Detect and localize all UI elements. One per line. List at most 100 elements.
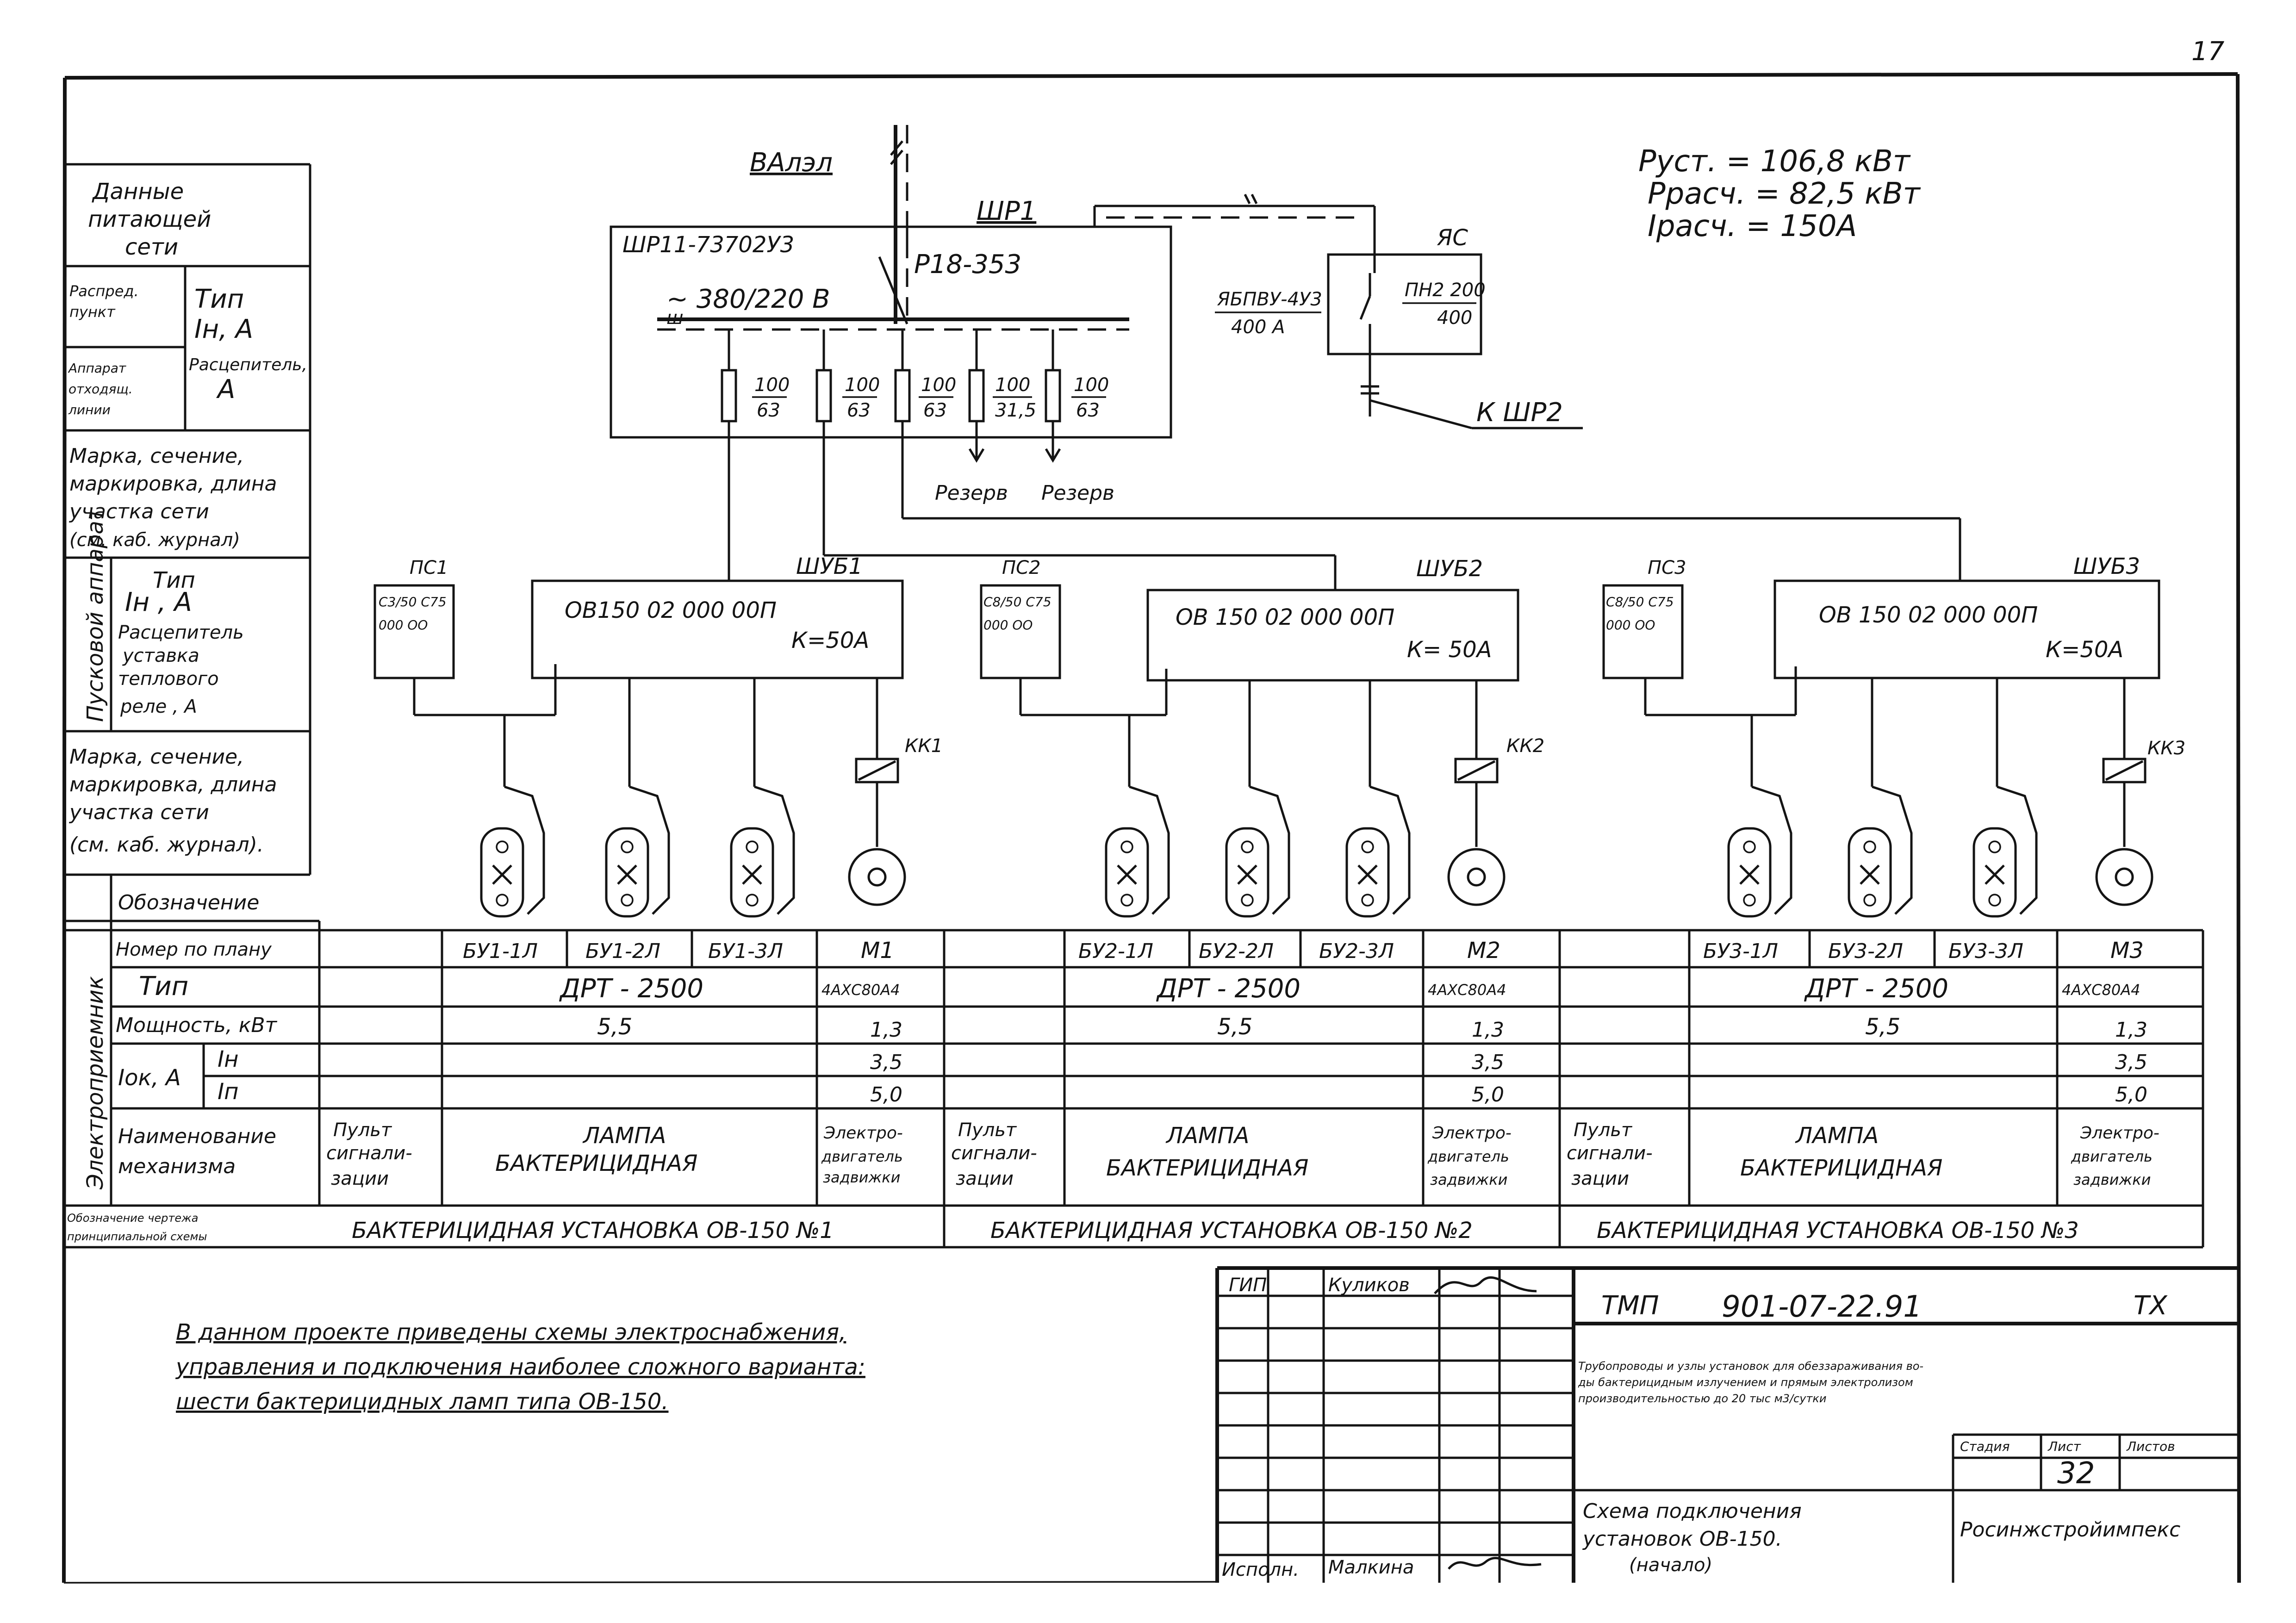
cabinet-shub1: [531, 579, 904, 679]
title-block: ГИП Куликов Исполн. Малкина ТМП 901-07-2…: [1215, 1266, 2239, 1583]
cabinet-type: ОВ 150 02 000 00П: [1819, 602, 2038, 628]
cabinet-shub3: [1773, 579, 2160, 679]
exec-label: Исполн.: [1222, 1559, 1299, 1580]
breaker-5-bottom: 63: [1076, 400, 1100, 421]
row-plan-number: Номер по плану: [116, 939, 272, 960]
cabinet-type: ОВ 150 02 000 00П: [1176, 604, 1394, 630]
cabinet-tag: ШУБ1: [796, 553, 863, 579]
starter-type-label: Тип: [153, 567, 195, 593]
row-ip: Iп: [218, 1079, 239, 1105]
cabinet-tag: ШУБ3: [2073, 553, 2140, 579]
sheet-label: Лист: [2047, 1439, 2081, 1454]
row-mechanism-2: механизма: [118, 1155, 236, 1178]
name-motor: двигатель: [821, 1148, 903, 1165]
breaker-4-top: 100: [995, 374, 1030, 396]
name-lamp: БАКТЕРИЦИДНАЯ: [1740, 1155, 1942, 1181]
doc-number: 901-07-22.91: [1722, 1290, 1922, 1324]
receiver-label: Электроприемник: [82, 976, 108, 1190]
row-type: Тип: [139, 971, 188, 1001]
starter-thermal-label: теплового: [118, 668, 219, 690]
unit-1: ПС1 С3/50 С75 000 ОО ШУБ1 ОВ150 02 000 0…: [373, 553, 943, 918]
panel-line-1: С8/50 С75: [1606, 594, 1674, 609]
box-current-label: 400 А: [1231, 317, 1285, 338]
breaker-1-top: 100: [754, 374, 790, 396]
name-motor: Электро-: [1432, 1124, 1512, 1143]
lamp-number: БУ2-3Л: [1319, 939, 1394, 963]
sheet-title-1: Схема подключения: [1583, 1499, 1802, 1523]
cabinet-k: К= 50А: [1407, 637, 1492, 663]
starter-in-label: Iн , А: [125, 587, 192, 617]
starter-relay-label: реле , А: [120, 696, 197, 717]
lamp-3-2: [1848, 827, 1892, 918]
outgoing-label-2: отходящ.: [68, 381, 133, 397]
gip-signature: [1434, 1276, 1537, 1294]
cabinet-k: К=50А: [2046, 637, 2123, 663]
name-lamp: ЛАМПА: [582, 1123, 666, 1149]
lamp-1-3: [730, 827, 774, 918]
desc-line-1: Трубопроводы и узлы установок для обезза…: [1578, 1360, 1923, 1373]
cable-top-label: ВАлэл: [750, 148, 833, 178]
name-motor: двигатель: [1427, 1148, 1509, 1165]
panel-tag: ПС2: [1002, 557, 1040, 578]
name-lamp: БАКТЕРИЦИДНАЯ: [1106, 1155, 1308, 1181]
box-yas: [1327, 253, 1482, 355]
lamp-type: ДРТ - 2500: [559, 974, 703, 1004]
starter-setting-label: уставка: [122, 645, 199, 666]
name-panel: сигнали-: [951, 1143, 1037, 1164]
name-motor: Электро-: [2080, 1124, 2159, 1143]
box-cable-label: ЯБПВУ-4У3: [1217, 289, 1322, 310]
row-drawing-1: Обозначение чертежа: [67, 1212, 198, 1225]
p-calc: Ррасч. = 82,5 кВт: [1648, 177, 1921, 211]
reserve-label-2: Резерв: [1041, 481, 1114, 505]
cabinet-shub2: [1146, 589, 1519, 682]
voltage-label: ~ 380/220 В: [666, 284, 830, 314]
motor-power: 1,3: [870, 1018, 902, 1042]
exec-signature: [1448, 1557, 1542, 1570]
outgoing-label-1: Аппарат: [68, 361, 126, 376]
board-type: ШР11-73702У3: [622, 232, 794, 258]
motor-ip: 5,0: [1472, 1083, 1504, 1107]
motor-type: 4АХС80А4: [1428, 981, 1506, 999]
starter-release-label: Расцепитель: [118, 622, 244, 643]
dist-point-label-2: пункт: [69, 303, 116, 321]
lamp-number: БУ1-1Л: [463, 939, 538, 963]
lamp-3-1: [1727, 827, 1772, 918]
name-motor: Электро-: [823, 1124, 903, 1143]
row-designation: Обозначение: [118, 891, 259, 914]
panel-ps3: [1602, 584, 1684, 679]
lamp-3-3: [1972, 827, 2017, 918]
panel-line-2: 000 ОО: [379, 617, 428, 633]
board-shr1: [610, 225, 1172, 439]
supply-label-1: Данные: [92, 179, 184, 205]
corner-mark: 17: [2191, 37, 2225, 67]
organization: Росинжстройимпекс: [1960, 1518, 2180, 1542]
release-label-2: А: [216, 374, 235, 404]
supply-label-3: сети: [125, 234, 178, 260]
i-calc: Iрасч. = 150А: [1648, 209, 1857, 243]
gip-label: ГИП: [1229, 1275, 1267, 1296]
motor-type: 4АХС80А4: [2062, 981, 2140, 999]
name-motor: задвижки: [823, 1169, 900, 1186]
dist-point-label-1: Распред.: [69, 282, 139, 300]
cable1-label-1: Марка, сечение,: [69, 444, 244, 468]
fuse-bottom: 400: [1437, 307, 1472, 329]
panel-line-2: 000 ОО: [1606, 617, 1655, 633]
row-mechanism-1: Наименование: [118, 1125, 276, 1148]
left-label-column: Данные питающей сети Распред. пункт Тип …: [65, 163, 311, 1206]
desc-line-2: ды бактерицидным излучением и прямым эле…: [1578, 1376, 1913, 1389]
p-inst: Руст. = 106,8 кВт: [1638, 144, 1911, 179]
motor-number: М1: [861, 938, 894, 964]
lamp-number: БУ3-1Л: [1703, 939, 1778, 963]
cable2-label-3: участка сети: [68, 801, 209, 824]
breaker-group: 100 63 100 63 100 63 100 31,5 100: [721, 330, 1109, 463]
unit-caption: БАКТЕРИЦИДНАЯ УСТАНОВКА ОВ-150 №3: [1597, 1218, 2079, 1244]
panel-line-1: С8/50 С75: [983, 594, 1052, 609]
doc-tag: ТХ: [2134, 1291, 2168, 1321]
relay-tag: КК2: [1506, 735, 1544, 757]
exec-name: Малкина: [1328, 1557, 1414, 1578]
type-label: Тип: [194, 284, 244, 314]
supply-section: ВАлэл ШР1 ШР11-73702У3 ~ 380/220 В Р18-3…: [610, 125, 1961, 590]
motor-number: М2: [1467, 938, 1500, 964]
unit-2: ПС2 С8/50 С75 000 ОО ШУБ2 ОВ 150 02 000 …: [980, 556, 1544, 918]
